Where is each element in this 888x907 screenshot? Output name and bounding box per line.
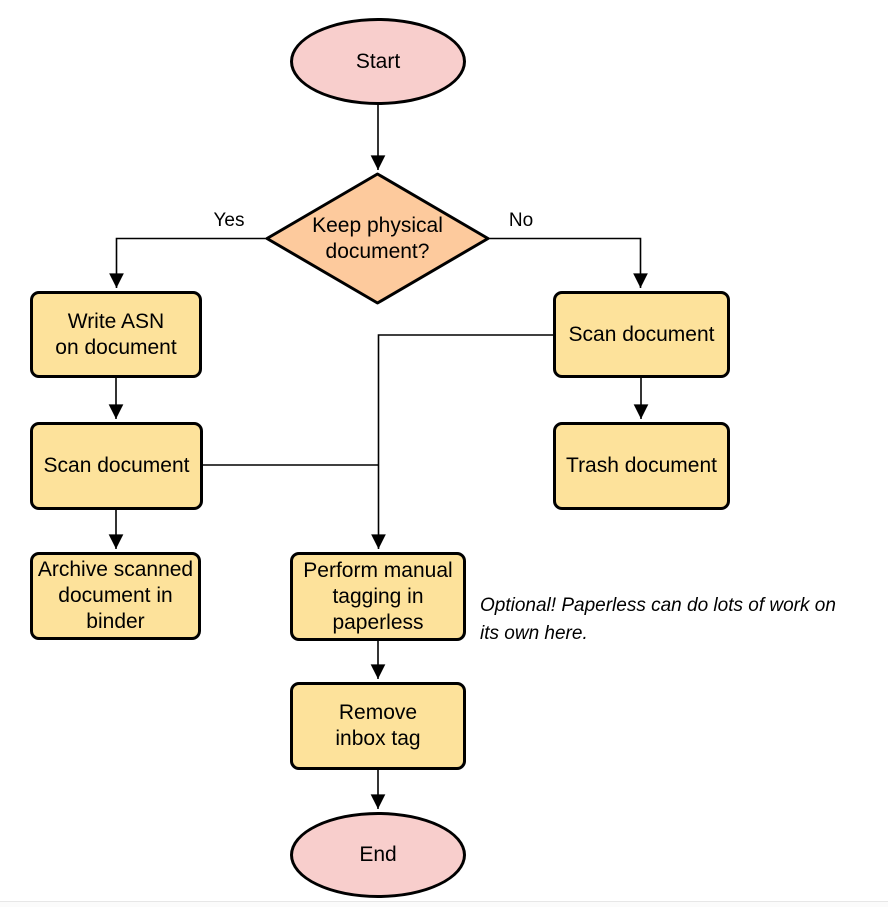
node-remove-inbox-tag-label: Remove inbox tag — [335, 701, 421, 750]
edge-label-no: No — [497, 210, 545, 232]
node-write-asn-label: Write ASN on document — [55, 309, 177, 359]
page-bottom-divider — [0, 901, 888, 902]
page-bottom-strip — [0, 902, 888, 907]
node-archive-binder-label: Archive scanned document in binder — [37, 558, 194, 633]
node-decision: Keep physical document? — [265, 172, 490, 305]
edge-decision-yes — [109, 237, 267, 288]
node-trash-document-label: Trash document — [566, 454, 717, 477]
node-scan-document-right: Scan document — [553, 291, 730, 378]
node-manual-tagging: Perform manual tagging in paperless — [290, 552, 466, 641]
edge-scanright-to-tagging — [371, 334, 553, 549]
node-write-asn: Write ASN on document — [30, 291, 202, 378]
node-end: End — [290, 812, 466, 898]
node-archive-binder: Archive scanned document in binder — [30, 552, 201, 640]
node-scan-document-left-label: Scan document — [43, 454, 190, 477]
node-decision-label: Keep physical document? — [312, 213, 443, 263]
node-end-label: End — [359, 843, 397, 866]
node-scan-document-left: Scan document — [30, 422, 203, 510]
node-remove-inbox-tag: Remove inbox tag — [290, 682, 466, 770]
decision-diamond-shape — [265, 172, 490, 305]
edge-decision-no — [488, 237, 648, 288]
node-start-label: Start — [355, 49, 401, 73]
edge-group — [108, 105, 649, 809]
node-manual-tagging-label: Perform manual tagging in paperless — [303, 558, 453, 634]
edge-label-yes: Yes — [205, 210, 253, 232]
node-trash-document: Trash document — [553, 422, 730, 510]
annotation-optional-note: Optional! Paperless can do lots of work … — [480, 595, 836, 644]
node-start: Start — [290, 18, 466, 105]
node-scan-document-right-label: Scan document — [568, 322, 715, 346]
